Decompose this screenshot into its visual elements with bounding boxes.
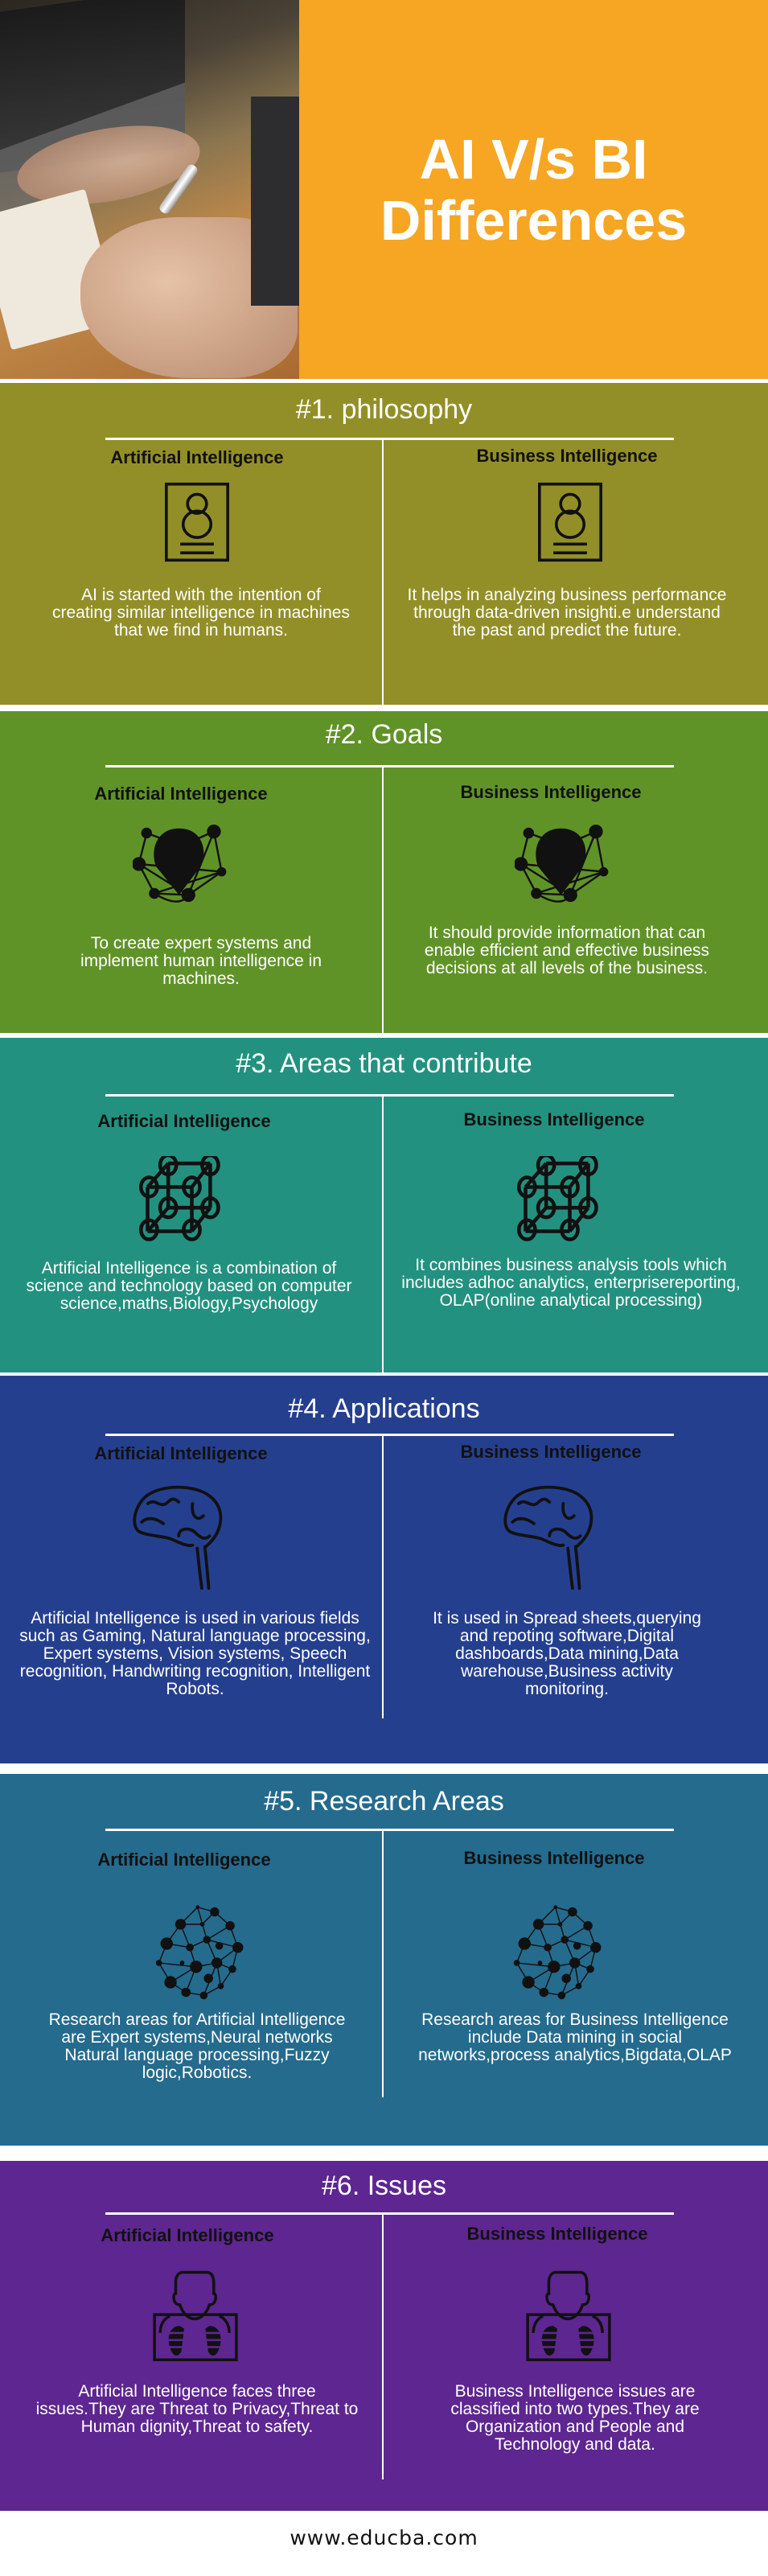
bi-description: It is used in Spread sheets,querying and… xyxy=(433,1609,701,1698)
section-issues: #6. Issues Artificial Intelligence Busin… xyxy=(0,2161,768,2511)
column-head-ai: Artificial Intelligence xyxy=(94,784,268,804)
divider xyxy=(105,765,674,767)
section-title: #5. Research Areas xyxy=(264,1786,504,1817)
column-head-bi: Business Intelligence xyxy=(463,1109,645,1130)
section-research-areas: #5. Research Areas Artificial Intelligen… xyxy=(0,1774,768,2146)
profile-card-icon xyxy=(163,482,231,562)
brain-icon xyxy=(501,1485,606,1593)
column-head-ai: Artificial Intelligence xyxy=(94,1443,268,1463)
network-pin-icon xyxy=(133,824,233,924)
column-divider xyxy=(382,1096,384,1372)
title-line-1: AI V/s BI xyxy=(419,127,648,191)
section-goals: #2. Goals Artificial Intelligence Busine… xyxy=(0,711,768,1033)
column-divider xyxy=(382,767,384,1033)
header-photo xyxy=(0,0,299,379)
molecule-cube-icon xyxy=(137,1156,229,1245)
section-title: #3. Areas that contribute xyxy=(236,1048,532,1079)
network-pin-icon xyxy=(515,824,615,924)
section-title: #6. Issues xyxy=(322,2171,446,2201)
molecule-cube-icon xyxy=(515,1156,607,1245)
ai-description: Artificial Intelligence faces three issu… xyxy=(35,2382,359,2436)
column-divider xyxy=(382,2214,384,2479)
column-head-bi: Business Intelligence xyxy=(466,2224,648,2244)
ai-description: Research areas for Artificial Intelligen… xyxy=(48,2010,346,2082)
column-head-ai: Artificial Intelligence xyxy=(97,1111,271,1131)
column-head-ai: Artificial Intelligence xyxy=(97,1850,271,1870)
section-title: #2. Goals xyxy=(325,719,443,750)
ai-description: To create expert systems and implement h… xyxy=(80,934,322,988)
divider xyxy=(105,1094,674,1097)
section-philosophy: #1. philosophy Artificial Intelligence B… xyxy=(0,383,768,705)
bi-description: It combines business analysis tools whic… xyxy=(401,1256,741,1310)
column-divider xyxy=(382,1435,384,1718)
bi-description: It helps in analyzing business performan… xyxy=(407,586,727,640)
ai-description: Artificial Intelligence is used in vario… xyxy=(19,1609,371,1698)
column-head-ai: Artificial Intelligence xyxy=(110,447,284,467)
section-title: #4. Applications xyxy=(288,1393,480,1424)
divider xyxy=(105,2212,674,2215)
divider xyxy=(105,1434,674,1436)
title-panel: AI V/s BI Differences xyxy=(299,0,768,379)
divider xyxy=(105,438,674,440)
column-head-bi: Business Intelligence xyxy=(463,1848,645,1868)
section-title: #1. philosophy xyxy=(295,394,473,425)
xray-person-icon xyxy=(526,2269,611,2361)
column-divider xyxy=(382,439,384,705)
section-areas-that-contribute: #3. Areas that contribute Artificial Int… xyxy=(0,1038,768,1372)
column-head-bi: Business Intelligence xyxy=(476,446,658,466)
bi-description: It should provide information that can e… xyxy=(424,924,710,977)
neural-sphere-icon xyxy=(151,1901,252,2002)
xray-person-icon xyxy=(153,2269,238,2361)
title-line-2: Differences xyxy=(380,188,688,252)
brain-icon xyxy=(130,1485,235,1593)
neural-sphere-icon xyxy=(509,1901,610,2002)
column-divider xyxy=(382,1830,384,2097)
bi-description: Business Intelligence issues are classif… xyxy=(450,2382,700,2454)
profile-card-icon xyxy=(536,482,604,562)
section-applications: #4. Applications Artificial Intelligence… xyxy=(0,1376,768,1763)
header-banner: AI V/s BI Differences xyxy=(0,0,768,379)
page-title: AI V/s BI Differences xyxy=(380,129,687,251)
ai-description: AI is started with the intention of crea… xyxy=(51,586,350,640)
ai-description: Artificial Intelligence is a combination… xyxy=(26,1259,352,1313)
divider xyxy=(105,1829,674,1831)
column-head-bi: Business Intelligence xyxy=(460,1442,642,1462)
footer-url[interactable]: www.educba.com xyxy=(290,2526,478,2549)
column-head-bi: Business Intelligence xyxy=(460,782,642,802)
bi-description: Research areas for Business Intelligence… xyxy=(418,2010,732,2064)
column-head-ai: Artificial Intelligence xyxy=(101,2225,274,2245)
